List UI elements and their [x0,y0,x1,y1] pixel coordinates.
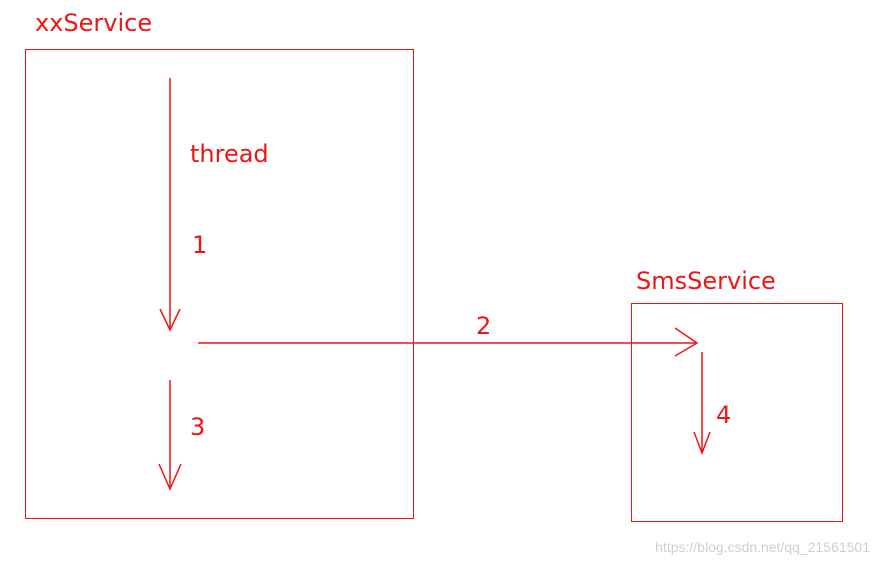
step2-label: 2 [476,312,491,340]
smsservice-label: SmsService [636,267,776,295]
step1-arrow [159,78,181,332]
smsservice-box [631,303,843,522]
step1-label: 1 [192,231,207,259]
step3-arrow [158,380,182,491]
watermark-text: https://blog.csdn.net/qq_21561501 [655,539,870,555]
xxservice-label: xxService [35,9,152,37]
xxservice-box [25,49,414,519]
step4-label: 4 [716,401,731,429]
step2-arrow [198,327,699,357]
step3-label: 3 [190,413,205,441]
thread-label: thread [190,140,269,168]
step4-arrow [693,352,711,456]
